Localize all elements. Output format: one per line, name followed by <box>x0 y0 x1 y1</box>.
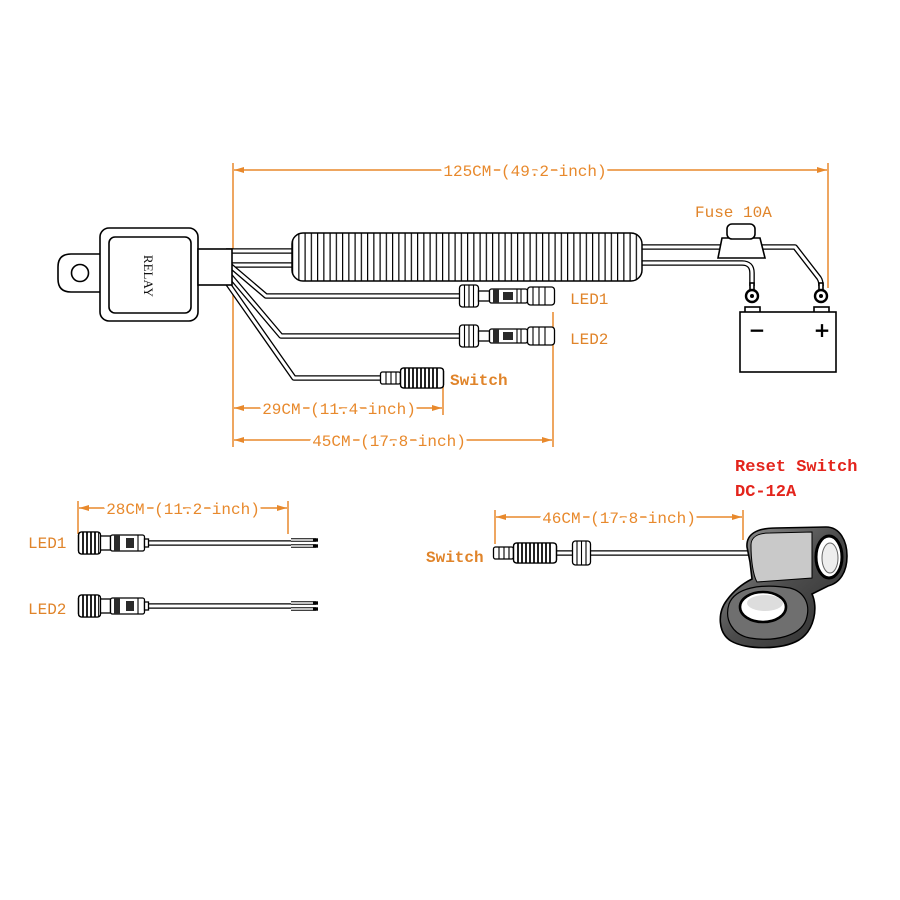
fuse-holder-cap <box>726 223 756 240</box>
reset-switch-length-label: 46CM (17.8 inch) <box>542 510 696 528</box>
handlebar-ring-upper-inner <box>821 542 839 574</box>
wire-tip <box>313 538 318 542</box>
tube-to-negative-cable <box>638 260 755 286</box>
led2-extension-connector <box>77 594 150 618</box>
battery: − + <box>739 306 837 373</box>
dimension-reset-switch-length: 46CM (17.8 inch) <box>494 507 744 544</box>
led2-connector <box>458 324 556 348</box>
fuse-label: Fuse 10A <box>695 204 772 222</box>
wire-tip <box>313 601 318 605</box>
led1-extension-connector <box>77 531 150 555</box>
battery-positive-sign: + <box>814 318 831 342</box>
switch-connector <box>379 367 445 389</box>
reset-switch-body <box>719 526 848 649</box>
dimension-switch-length: 29CM (11.4 inch) <box>232 288 444 447</box>
led2-extension-label: LED2 <box>28 601 66 619</box>
terminal-hole <box>750 294 754 298</box>
battery-negative-sign: − <box>749 318 766 342</box>
stripped-wires <box>291 538 316 548</box>
switch-button-face <box>750 531 813 583</box>
led1-extension-label: LED1 <box>28 535 66 553</box>
main-harness: 125CM (49.2 inch) 29CM (11.4 inch) 45CM … <box>57 160 837 455</box>
fuse-holder <box>717 223 767 259</box>
corrugated-tube <box>291 232 643 282</box>
reset-switch-kit: Reset Switch DC-12A 46CM (17.8 inch) Swi… <box>426 458 857 649</box>
switch-label: Switch <box>450 372 508 390</box>
dimension-led-length: 45CM (17.8 inch) <box>234 312 554 455</box>
led1-label: LED1 <box>570 291 608 309</box>
battery-case <box>739 311 837 373</box>
led-length-label: 45CM (17.8 inch) <box>312 433 466 451</box>
led1-extension-cable: LED1 <box>28 531 318 555</box>
led2-extension-cable: LED2 <box>28 594 318 619</box>
relay: RELAY <box>57 227 233 322</box>
positive-ring-terminal <box>813 282 829 304</box>
led2-label: LED2 <box>570 331 608 349</box>
dimension-led-cable-length: 28CM (11.2 inch) <box>77 498 289 534</box>
relay-label: RELAY <box>141 255 156 298</box>
led-cable-length-label: 28CM (11.2 inch) <box>106 501 260 519</box>
clamp-hole-shade <box>747 595 783 611</box>
reset-switch-plug <box>492 542 558 564</box>
fuse-holder-body <box>717 237 767 259</box>
dimension-total-length: 125CM (49.2 inch) <box>232 160 829 288</box>
reset-switch-connector-label: Switch <box>426 549 484 567</box>
reset-switch-nut <box>571 540 592 566</box>
total-length-label: 125CM (49.2 inch) <box>443 163 606 181</box>
switch-length-label: 29CM (11.4 inch) <box>262 401 416 419</box>
relay-face <box>108 236 192 314</box>
led1-connector <box>458 284 556 308</box>
terminal-hole <box>819 294 823 298</box>
relay-socket <box>197 248 233 286</box>
led-extension-cables: 28CM (11.2 inch) LED1 LED2 <box>28 498 318 619</box>
reset-switch-title: Reset Switch <box>735 458 857 477</box>
mounting-hole <box>70 263 90 283</box>
wire-tip <box>313 607 318 611</box>
wire-tip <box>313 544 318 548</box>
stripped-wires <box>291 601 316 611</box>
negative-ring-terminal <box>744 282 760 304</box>
reset-switch-rating: DC-12A <box>735 483 797 502</box>
